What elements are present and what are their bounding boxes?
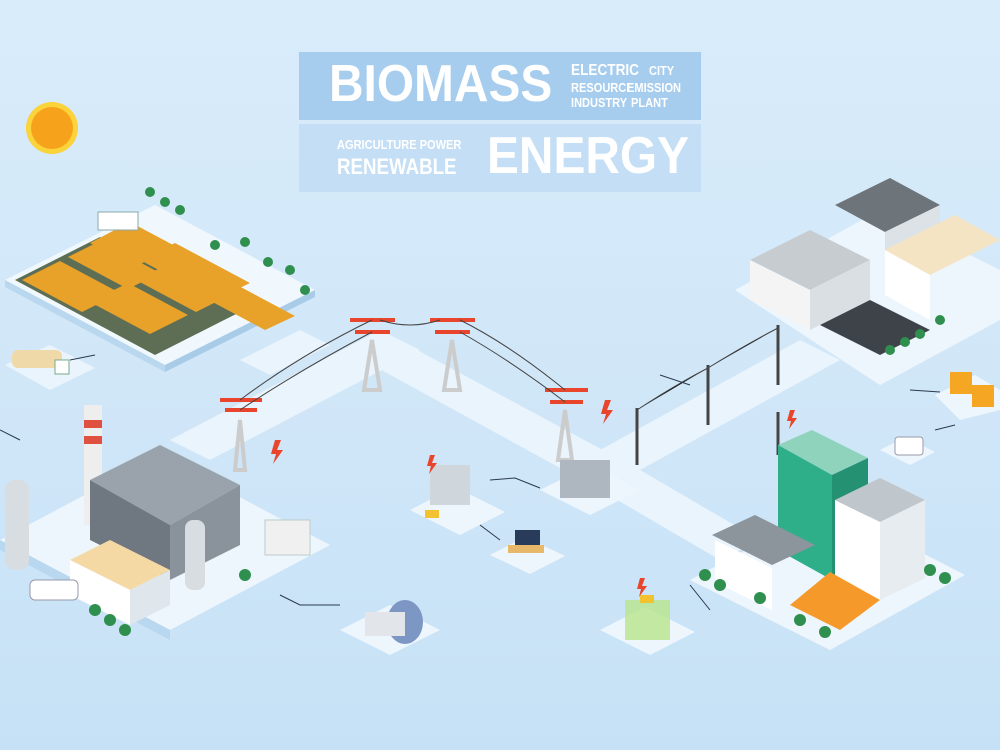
- farm-field: [5, 187, 315, 372]
- tag-agriculture-power: AGRICULTURE POWER: [337, 137, 462, 152]
- cargo-pallets: [935, 372, 1000, 420]
- truck-icon: [29, 579, 79, 601]
- tag-industry: INDUSTRY: [571, 95, 628, 110]
- factory-complex: [735, 178, 1000, 385]
- connector-lines: [0, 354, 956, 611]
- tag-resource: RESOURCE: [571, 80, 634, 95]
- tag-renewable: RENEWABLE: [337, 154, 457, 179]
- pylon-icon: [350, 318, 395, 392]
- tag-city: CITY: [649, 63, 675, 78]
- biomass-power-plant: [0, 405, 330, 640]
- van-icon: [880, 436, 935, 465]
- title-banner-top: BIOMASS ELECTRIC CITY RESOURCE EMISSION …: [299, 52, 701, 120]
- battery-storage: [600, 595, 695, 655]
- control-desk: [490, 530, 565, 574]
- roads: [170, 330, 840, 560]
- title-banner-bottom: AGRICULTURE POWER RENEWABLE ENERGY: [299, 124, 701, 192]
- sun-icon: [26, 102, 78, 154]
- title-energy: ENERGY: [487, 127, 690, 185]
- turbine-generator: [340, 600, 440, 655]
- utility-poles: [635, 325, 780, 465]
- truck-icon: [97, 211, 139, 231]
- processing-unit: [410, 465, 505, 535]
- transmission-towers: [220, 318, 588, 472]
- city-buildings: [690, 430, 965, 650]
- substation: [540, 460, 640, 515]
- tag-plant: PLANT: [631, 95, 668, 110]
- tag-emission: EMISSION: [627, 80, 682, 95]
- pylon-icon: [430, 318, 475, 392]
- lightning-bolt-icons: [271, 400, 797, 597]
- title-biomass: BIOMASS: [329, 55, 553, 113]
- tag-electric: ELECTRIC: [571, 62, 639, 79]
- tanker-truck-icon: [5, 345, 95, 390]
